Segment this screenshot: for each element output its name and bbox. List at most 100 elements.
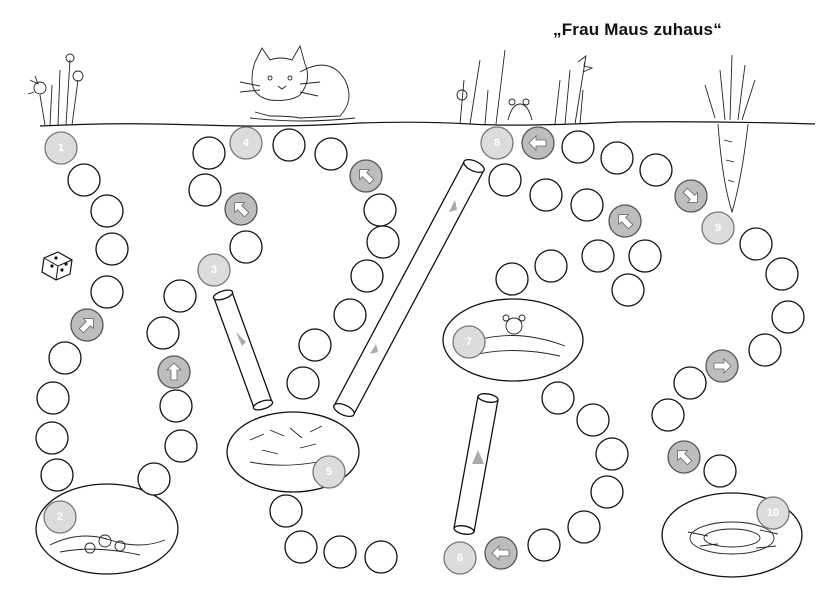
field-number: 1 xyxy=(58,142,64,154)
carrot-icon xyxy=(704,54,756,214)
board-field[interactable] xyxy=(495,262,529,296)
pipe-arrows xyxy=(236,200,484,464)
numbered-field[interactable]: 2 xyxy=(43,500,77,534)
board-field[interactable] xyxy=(570,188,604,222)
board-field[interactable] xyxy=(363,193,397,227)
field-number: 5 xyxy=(326,466,332,478)
board-field[interactable] xyxy=(269,494,303,528)
numbered-field[interactable]: 5 xyxy=(312,455,346,489)
board-field[interactable] xyxy=(40,458,74,492)
arrow-icon xyxy=(618,214,634,230)
board-field[interactable] xyxy=(651,398,685,432)
board-field[interactable] xyxy=(314,137,348,171)
field-number: 4 xyxy=(243,137,250,149)
board-field[interactable] xyxy=(48,341,82,375)
arrow-field[interactable] xyxy=(349,159,383,193)
numbered-field[interactable]: 1 xyxy=(44,131,78,165)
arrow-icon xyxy=(713,358,732,374)
mouse-icon xyxy=(456,49,594,125)
board-field[interactable] xyxy=(323,535,357,569)
field-number: 10 xyxy=(767,507,779,519)
board-field[interactable] xyxy=(333,298,367,332)
numbered-field[interactable]: 7 xyxy=(452,325,486,359)
field-number: 2 xyxy=(57,511,63,523)
board-field[interactable] xyxy=(164,429,198,463)
arrow-field[interactable] xyxy=(521,126,555,160)
board-field[interactable] xyxy=(272,128,306,162)
ground-line xyxy=(39,121,816,127)
board-field[interactable] xyxy=(534,249,568,283)
arrow-field[interactable] xyxy=(224,192,258,226)
board-field[interactable] xyxy=(364,540,398,574)
numbered-field[interactable]: 4 xyxy=(229,126,263,160)
board-field[interactable] xyxy=(159,389,193,423)
field-number: 8 xyxy=(494,137,500,149)
arrow-field[interactable] xyxy=(705,349,739,383)
arrow-field[interactable] xyxy=(70,308,104,342)
board-field[interactable] xyxy=(95,232,129,266)
board-field[interactable] xyxy=(298,328,332,362)
board-field[interactable] xyxy=(561,130,595,164)
board-field[interactable] xyxy=(600,141,634,175)
board-field[interactable] xyxy=(67,163,101,197)
board-field[interactable] xyxy=(739,227,773,261)
board-field[interactable] xyxy=(286,366,320,400)
board-field[interactable] xyxy=(192,136,226,170)
board-field[interactable] xyxy=(35,421,69,455)
field-number: 9 xyxy=(715,222,721,234)
arrow-field[interactable] xyxy=(608,204,642,238)
board-field[interactable] xyxy=(137,462,171,496)
board-field[interactable] xyxy=(771,300,805,334)
board-field[interactable] xyxy=(541,381,575,415)
arrow-field[interactable] xyxy=(667,440,701,474)
board-field[interactable] xyxy=(36,381,70,415)
numbered-field[interactable]: 3 xyxy=(197,253,231,287)
board-field[interactable] xyxy=(576,403,610,437)
arrow-icon xyxy=(528,135,547,151)
board-field[interactable] xyxy=(567,510,601,544)
field-number: 3 xyxy=(211,264,217,276)
numbered-field[interactable]: 9 xyxy=(701,211,735,245)
board-field[interactable] xyxy=(748,333,782,367)
board-field[interactable] xyxy=(284,530,318,564)
arrow-field[interactable] xyxy=(484,536,518,570)
board-field[interactable] xyxy=(581,239,615,273)
board-field[interactable] xyxy=(527,528,561,562)
board-field[interactable] xyxy=(188,173,222,207)
board-field[interactable] xyxy=(146,316,180,350)
board-field[interactable] xyxy=(639,153,673,187)
board-field[interactable] xyxy=(611,273,645,307)
flowers-icon xyxy=(27,53,84,126)
game-title: „Frau Maus zuhaus“ xyxy=(553,20,722,39)
board-field[interactable] xyxy=(595,437,629,471)
board-field[interactable] xyxy=(765,257,799,291)
arrow-icon xyxy=(234,202,250,218)
field-number: 6 xyxy=(457,552,463,564)
board-field[interactable] xyxy=(590,475,624,509)
board-field[interactable] xyxy=(163,279,197,313)
arrow-field[interactable] xyxy=(157,355,191,389)
numbered-field[interactable]: 8 xyxy=(480,126,514,160)
arrow-field[interactable] xyxy=(674,179,708,213)
dice-icon xyxy=(41,251,73,281)
numbered-field[interactable]: 6 xyxy=(443,541,477,575)
arrow-icon xyxy=(359,169,375,185)
cat-icon xyxy=(239,44,356,122)
board-field[interactable] xyxy=(673,366,707,400)
arrow-icon xyxy=(78,318,94,334)
board-field[interactable] xyxy=(529,178,563,212)
field-number: 7 xyxy=(466,336,472,348)
board-field[interactable] xyxy=(366,225,400,259)
board-field[interactable] xyxy=(90,275,124,309)
board-field[interactable] xyxy=(229,230,263,264)
board-field[interactable] xyxy=(90,194,124,228)
tunnel-pipe-2 xyxy=(333,158,485,418)
board-field[interactable] xyxy=(628,239,662,273)
arrow-icon xyxy=(677,450,693,466)
numbered-field[interactable]: 10 xyxy=(756,496,790,530)
arrow-icon xyxy=(166,362,182,381)
arrow-icon xyxy=(491,545,510,561)
board-field[interactable] xyxy=(350,259,384,293)
board-field[interactable] xyxy=(703,454,737,488)
board-field[interactable] xyxy=(488,163,522,197)
